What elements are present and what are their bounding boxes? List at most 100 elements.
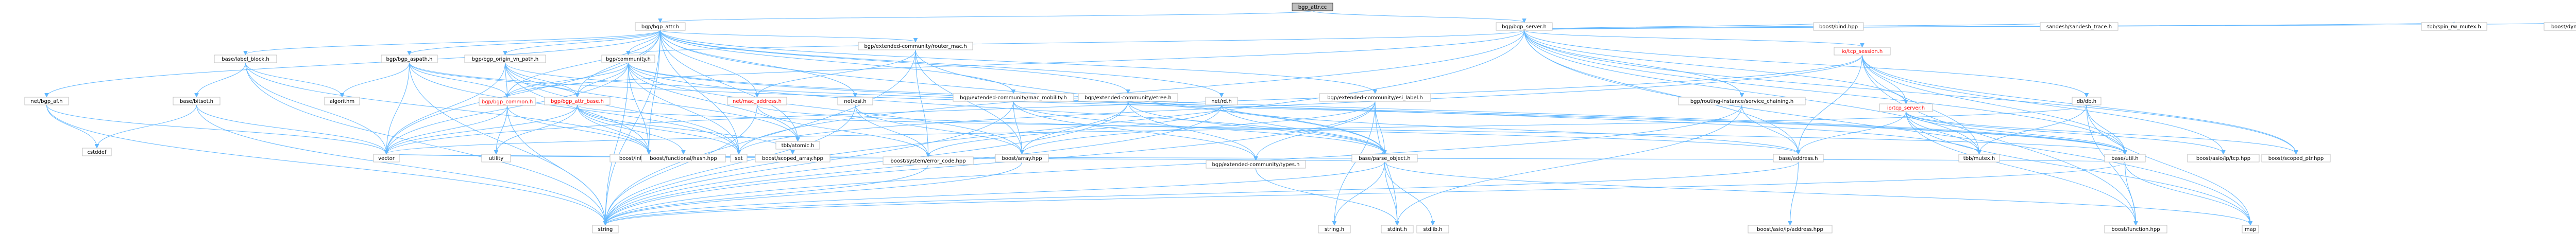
include-file-node[interactable]: cstddef bbox=[82, 148, 112, 156]
node-box bbox=[775, 141, 820, 150]
node-label: io/tcp_server.h bbox=[1887, 105, 1925, 111]
include-file-node[interactable]: tbb/spin_rw_mutex.h bbox=[2421, 22, 2487, 31]
include-file-node[interactable]: boost/function.hpp bbox=[2104, 225, 2167, 233]
node-box bbox=[601, 55, 655, 63]
include-file-node[interactable]: net/bgp_af.h bbox=[24, 97, 69, 105]
include-file-node[interactable]: boost/asio/ip/tcp.hpp bbox=[2187, 154, 2260, 163]
node-box bbox=[635, 22, 686, 31]
include-file-node[interactable]: base/label_block.h bbox=[214, 55, 277, 63]
dependency-edge bbox=[1334, 161, 1385, 225]
node-label: bgp_attr.cc bbox=[1298, 5, 1327, 10]
dependency-edge bbox=[577, 104, 649, 154]
include-file-node[interactable]: bgp/routing-instance/service_chaining.h bbox=[1678, 97, 1806, 105]
dependency-edge bbox=[757, 104, 1799, 154]
include-file-node[interactable]: bgp/extended-community/etree.h bbox=[1078, 93, 1178, 102]
node-label: bgp/bgp_server.h bbox=[1502, 24, 1547, 30]
dependency-edge bbox=[605, 164, 928, 225]
node-label: net/esi.h bbox=[844, 99, 866, 104]
dependency-edge bbox=[507, 30, 660, 97]
include-file-node[interactable]: bgp/bgp_common.h bbox=[479, 97, 536, 106]
node-label: boost/function.hpp bbox=[2111, 227, 2160, 232]
include-file-node[interactable]: bgp/extended-community/mac_mobility.h bbox=[953, 93, 1074, 102]
include-file-node[interactable]: net/rd.h bbox=[1205, 97, 1238, 105]
dependency-edge bbox=[409, 62, 739, 154]
dependency-edge bbox=[577, 104, 684, 154]
dependency-edge bbox=[1524, 30, 1906, 103]
include-file-node[interactable]: set bbox=[730, 154, 748, 163]
include-file-node[interactable]: bgp/extended-community/router_mac.h bbox=[858, 42, 973, 50]
dependency-edge bbox=[1013, 101, 1022, 154]
include-file-node[interactable]: bgp/community.h bbox=[601, 55, 655, 63]
node-label: boost/scoped_array.hpp bbox=[762, 156, 823, 161]
include-file-node[interactable]: db/db.h bbox=[2072, 97, 2102, 105]
node-box bbox=[1773, 154, 1824, 163]
include-file-node[interactable]: net/mac_address.h bbox=[727, 97, 787, 105]
dependency-edge bbox=[2086, 104, 2250, 225]
dependency-edge bbox=[915, 49, 1385, 154]
dependency-edge bbox=[1906, 111, 2251, 225]
include-file-node[interactable]: string bbox=[592, 225, 619, 233]
dependency-edge bbox=[605, 30, 660, 225]
include-file-node[interactable]: string.h bbox=[1318, 225, 1351, 233]
include-file-node[interactable]: boost/asio/ip/address.hpp bbox=[1748, 225, 1833, 233]
include-file-node[interactable]: stdint.h bbox=[1381, 225, 1414, 233]
dependency-edge bbox=[928, 104, 1222, 156]
dependency-edge bbox=[739, 55, 1862, 154]
include-file-node[interactable]: bgp/bgp_attr.h bbox=[635, 22, 686, 31]
include-file-node[interactable]: boost/scoped_ptr.hpp bbox=[2261, 154, 2331, 163]
dependency-edge bbox=[628, 62, 2125, 154]
include-file-node[interactable]: vector bbox=[373, 154, 400, 163]
include-file-node[interactable]: tbb/atomic.h bbox=[775, 141, 820, 150]
include-file-node[interactable]: sandesh/sandesh_trace.h bbox=[2040, 22, 2119, 31]
include-file-node[interactable]: boost/functional/hash.hpp bbox=[641, 154, 726, 163]
dependency-edge bbox=[2125, 161, 2251, 225]
include-file-node[interactable]: utility bbox=[481, 154, 511, 163]
include-file-node[interactable]: io/tcp_session.h bbox=[1834, 47, 1891, 56]
dependency-edge bbox=[1221, 104, 1799, 154]
dependency-edge bbox=[1741, 104, 1799, 154]
dependency-edge bbox=[505, 62, 578, 97]
include-file-node[interactable]: base/util.h bbox=[2104, 154, 2146, 163]
node-box bbox=[214, 55, 277, 63]
include-file-node[interactable]: bgp/bgp_attr_base.h bbox=[544, 97, 611, 105]
dependency-edge bbox=[1022, 101, 1128, 154]
include-file-node[interactable]: bgp/bgp_server.h bbox=[1496, 22, 1553, 31]
node-label: bgp/extended-community/types.h bbox=[1212, 162, 1300, 168]
include-file-node[interactable]: boost/system/error_code.hpp bbox=[883, 156, 974, 165]
dependency-edge bbox=[1524, 30, 1862, 47]
include-file-node[interactable]: boost/scoped_array.hpp bbox=[755, 154, 831, 163]
node-box bbox=[2242, 225, 2259, 233]
include-file-node[interactable]: base/parse_object.h bbox=[1351, 154, 1418, 163]
node-box bbox=[755, 154, 831, 163]
include-file-node[interactable]: boost/bind.hpp bbox=[1813, 22, 1864, 31]
include-file-node[interactable]: bgp/extended-community/esi_label.h bbox=[1319, 93, 1431, 102]
include-file-node[interactable]: tbb/mutex.h bbox=[1958, 154, 2000, 163]
node-label: net/bgp_af.h bbox=[30, 99, 62, 104]
include-file-node[interactable]: io/tcp_server.h bbox=[1879, 103, 1933, 112]
dependency-edge bbox=[496, 105, 507, 154]
dependency-edge bbox=[1524, 30, 2125, 154]
include-file-node[interactable]: bgp/bgp_aspath.h bbox=[381, 55, 438, 63]
include-file-node[interactable]: base/bitset.h bbox=[173, 97, 221, 105]
include-file-node[interactable]: bgp/bgp_origin_vn_path.h bbox=[464, 55, 546, 63]
node-label: cstddef bbox=[88, 150, 107, 155]
dependency-edge bbox=[660, 30, 757, 97]
include-file-node[interactable]: boost/array.hpp bbox=[995, 154, 1049, 163]
node-box bbox=[1748, 225, 1833, 233]
node-label: string bbox=[598, 227, 613, 232]
include-file-node[interactable]: map bbox=[2242, 225, 2259, 233]
dependency-edge bbox=[1384, 161, 1433, 225]
include-file-node[interactable]: net/esi.h bbox=[837, 97, 873, 105]
include-file-node[interactable]: bgp/extended-community/types.h bbox=[1206, 160, 1306, 169]
dependency-edge bbox=[1375, 101, 1397, 225]
include-file-node[interactable]: boost/dynamic_bitset.hpp bbox=[2544, 22, 2576, 31]
dependency-edge bbox=[1524, 30, 2296, 154]
dependency-edge bbox=[46, 104, 97, 148]
dependency-edge bbox=[605, 161, 2125, 225]
dependency-edge bbox=[505, 62, 798, 141]
include-file-node[interactable]: stdlib.h bbox=[1416, 225, 1449, 233]
include-file-node[interactable]: algorithm bbox=[324, 97, 360, 105]
dependency-edge bbox=[505, 62, 2125, 154]
include-file-node[interactable]: base/address.h bbox=[1773, 154, 1824, 163]
node-label: algorithm bbox=[330, 99, 354, 104]
